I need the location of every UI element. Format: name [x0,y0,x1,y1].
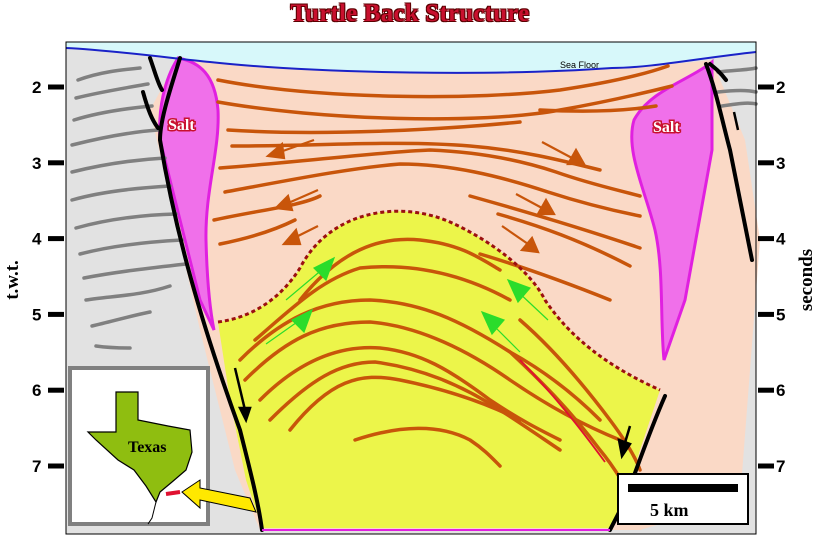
basin-horizons [212,64,674,302]
tick-label-right-3: 3 [776,154,785,173]
water-column [66,42,756,73]
tick-label-right-6: 6 [776,381,785,400]
left-flank-strata [70,66,188,350]
tick-label-right-7: 7 [776,457,785,476]
scale-bar-label: 5 km [650,500,689,520]
unconformity-line [217,209,661,392]
tick-label-left-5: 5 [32,305,41,324]
fault-arrows [233,111,740,460]
scale-bar-line [628,484,738,492]
section-location-mark [165,490,181,496]
tick-label-left-6: 6 [32,381,41,400]
salt-label-right: Salt [653,119,680,136]
tick-label-right-5: 5 [776,305,785,324]
diagram-title: Turtle Back Structure [290,0,530,27]
inset-region-label: Texas [128,439,167,456]
salt-body-left [158,56,220,331]
inward-arrows [265,138,586,254]
right-axis-title: seconds [796,249,817,311]
location-arrow-icon [181,479,257,513]
sea-floor-label: Sea Floor [560,60,599,70]
tick-label-right-4: 4 [776,230,786,249]
sea-floor-line [65,47,757,74]
coastline [147,501,157,525]
tick-label-left-7: 7 [32,457,41,476]
scale-bar: 5 km [617,473,749,525]
core-fault [519,359,606,463]
salt-body-right [630,58,714,361]
tick-label-left-2: 2 [32,78,41,97]
tick-label-left-4: 4 [32,230,42,249]
scale-bar-frame [617,473,749,525]
turtle-core [218,211,660,528]
axis-ticks: 2 2 3 3 4 4 5 5 6 6 7 7 [32,78,786,476]
left-axis-title: t.w.t. [2,260,23,300]
texas-shape-icon [86,391,193,504]
location-inset: Texas [68,366,257,526]
right-flank-strata [716,66,758,108]
tick-label-right-2: 2 [776,78,785,97]
section-border [65,41,757,535]
salt-label-left: Salt [168,117,195,134]
core-uplift-arrows [265,256,549,353]
tick-label-left-3: 3 [32,154,41,173]
